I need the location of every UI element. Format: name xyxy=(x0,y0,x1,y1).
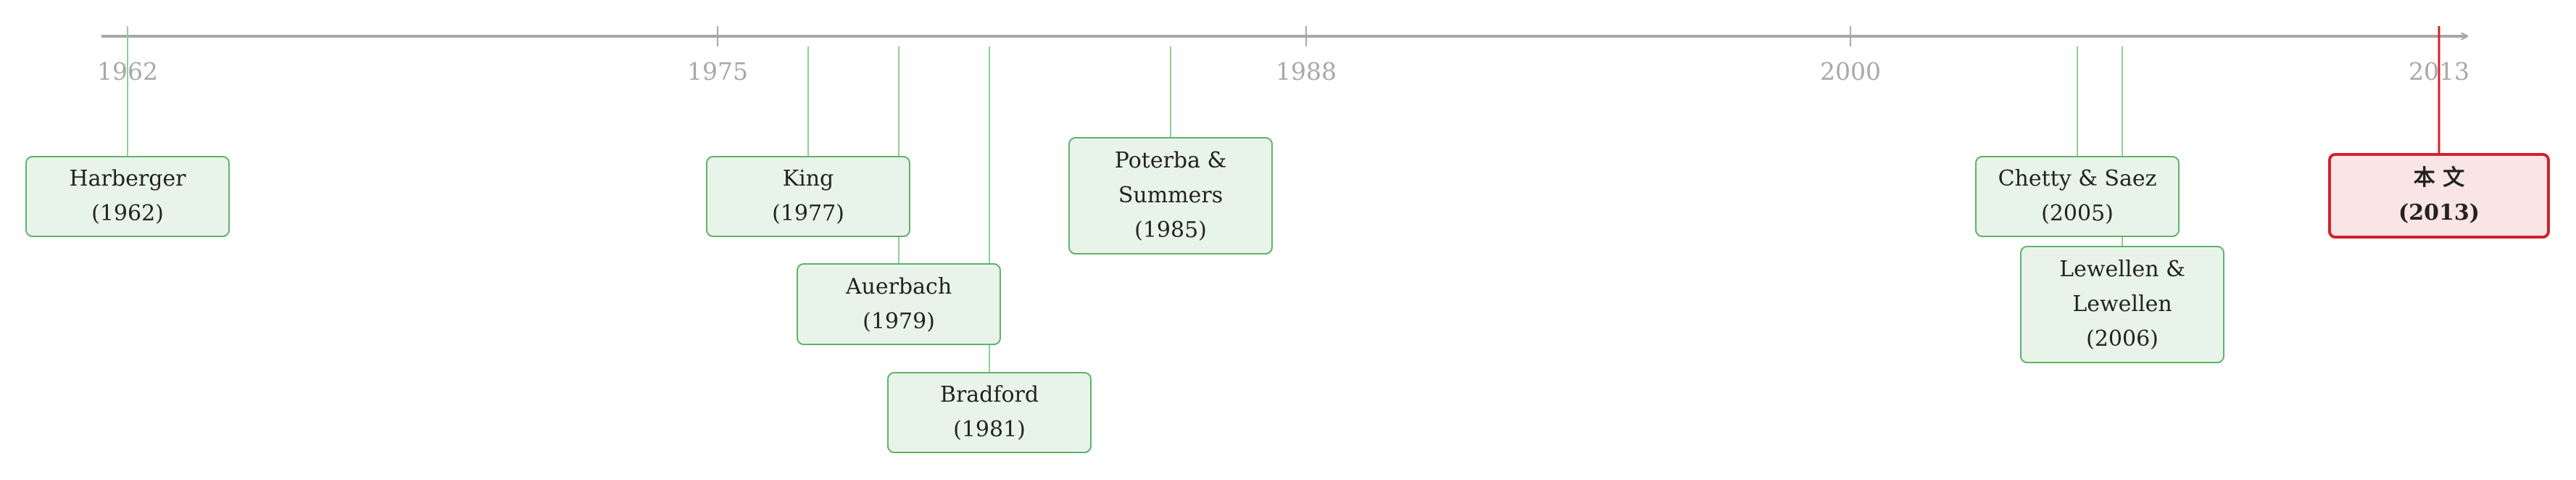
event-year: (1981) xyxy=(953,417,1026,442)
event-year: (2006) xyxy=(2086,326,2159,352)
year-label-2013: 2013 xyxy=(2409,57,2469,86)
event-harberger: Harberger (1962) xyxy=(25,156,230,237)
event-year: (1985) xyxy=(1134,218,1207,243)
year-label-2000: 2000 xyxy=(1820,57,1881,86)
event-title: King xyxy=(782,166,834,191)
event-year: (2013) xyxy=(2398,200,2480,225)
event-title: Auerbach xyxy=(845,273,952,299)
event-title: Lewellen & Lewellen xyxy=(2059,257,2185,317)
event-this-paper: 本 文 (2013) xyxy=(2328,153,2550,239)
event-poterba-summers: Poterba & Summers (1985) xyxy=(1068,137,1273,255)
event-chetty-saez: Chetty & Saez (2005) xyxy=(1975,156,2180,237)
year-label-1962: 1962 xyxy=(97,57,158,86)
event-year: (2005) xyxy=(2041,201,2114,226)
event-year: (1979) xyxy=(863,308,935,334)
event-title: Bradford xyxy=(939,382,1039,407)
event-year: (1977) xyxy=(772,201,844,226)
event-lewellen-lewellen: Lewellen & Lewellen (2006) xyxy=(2020,246,2224,363)
year-label-1988: 1988 xyxy=(1276,57,1337,86)
event-title: Poterba & Summers xyxy=(1114,148,1227,208)
year-label-1975: 1975 xyxy=(687,57,748,86)
event-title: Chetty & Saez xyxy=(1998,166,2157,191)
event-year: (1962) xyxy=(91,201,164,226)
event-king: King (1977) xyxy=(706,156,910,237)
event-title: 本 文 xyxy=(2413,165,2465,191)
event-bradford: Bradford (1981) xyxy=(887,372,1092,453)
event-auerbach: Auerbach (1979) xyxy=(797,263,1001,345)
event-title: Harberger xyxy=(69,166,186,191)
